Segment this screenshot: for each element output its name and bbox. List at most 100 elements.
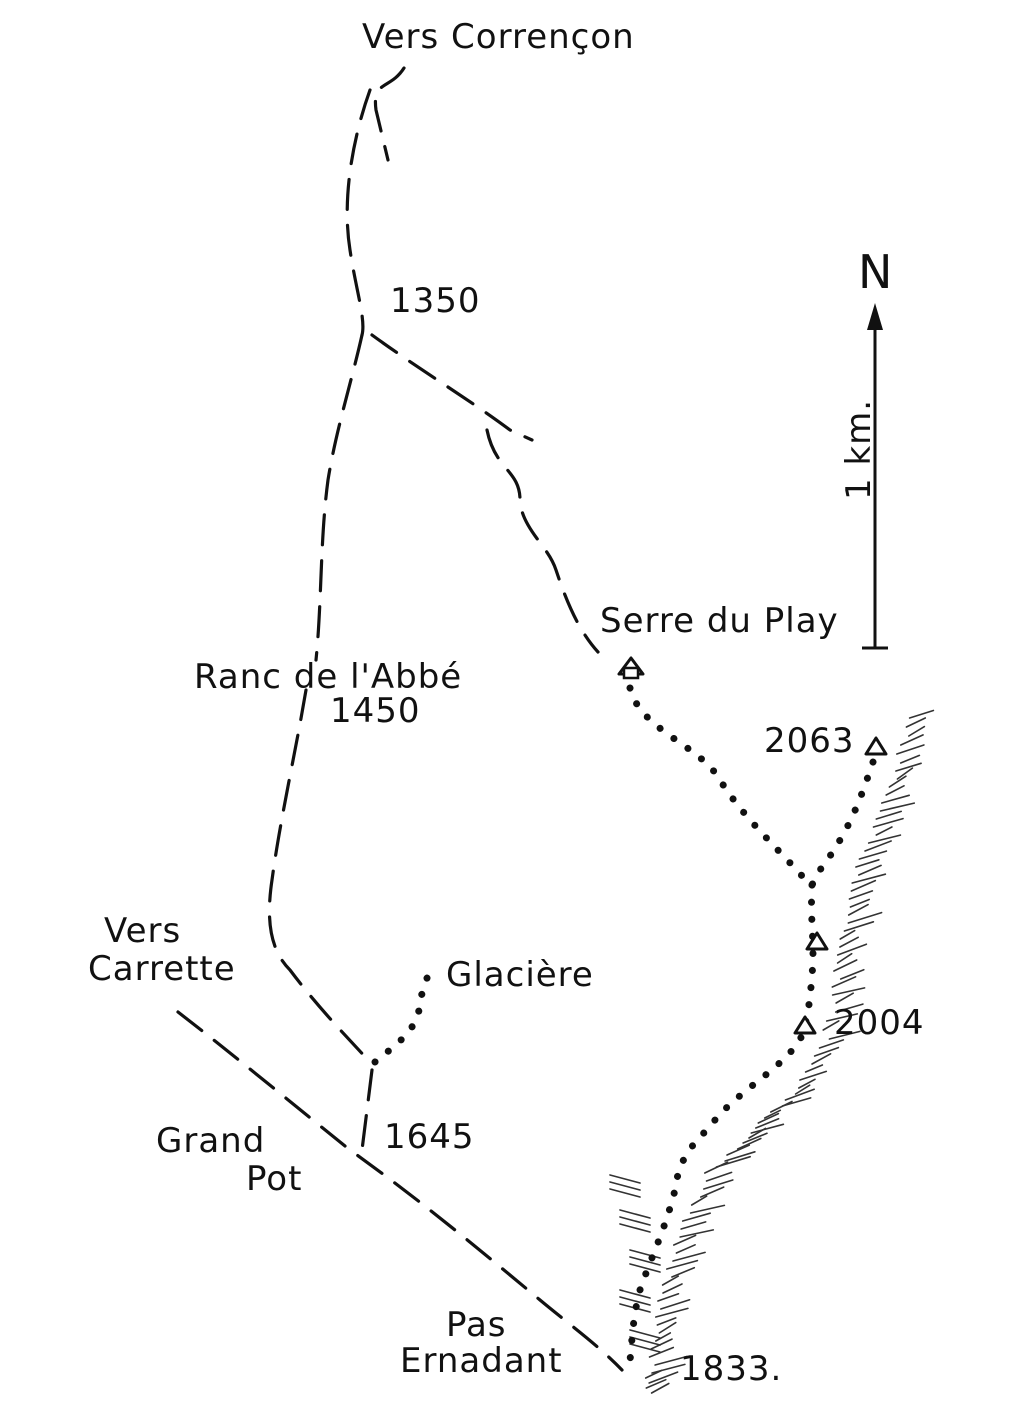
ridge-hatch-stroke	[839, 936, 860, 948]
ridge-hatch-stroke	[654, 1307, 689, 1318]
ridge-hatch-stroke	[724, 1151, 756, 1162]
ridge-hatch-stroke	[831, 987, 866, 996]
ridge-hatch-stroke	[644, 1369, 663, 1379]
ridge-hatch-stroke	[899, 754, 921, 764]
ridge-hatch-stroke	[661, 1275, 680, 1286]
ridge-hatch-stroke	[905, 717, 927, 728]
ridge-hatch-stroke	[848, 890, 874, 900]
ridge-hatch-stroke	[629, 1329, 661, 1339]
ridge-hatch-stroke	[619, 1296, 651, 1306]
path-to-glaciere	[371, 971, 432, 1066]
ridge-hatch-stroke	[629, 1343, 661, 1353]
ridge-hatch-stroke	[665, 1259, 699, 1270]
ridge-hatch-stroke	[629, 1263, 661, 1273]
ridge-hatch-stroke	[657, 1293, 680, 1302]
ridge-hatch-stroke	[864, 840, 892, 852]
ridge-hatch-stroke	[895, 762, 922, 772]
label-vers-carrette-1: Vers	[104, 911, 181, 951]
ridge-hatch-stroke	[899, 734, 924, 746]
ridge-hatch-stroke	[654, 1332, 672, 1342]
label-vers-correncon: Vers Corrençon	[362, 17, 635, 57]
label-alt-2063: 2063	[764, 721, 855, 761]
ridge-hatch-stroke	[843, 920, 875, 932]
ridge-hatch-stroke	[836, 943, 868, 956]
ridge-hatch-stroke	[858, 850, 888, 860]
ridge-hatch-stroke	[629, 1336, 661, 1346]
ridge-hatch-stroke	[699, 1186, 725, 1198]
ridge-hatch-stroke	[836, 952, 853, 964]
ridge-hatch-stroke	[875, 826, 893, 836]
label-vers-carrette-2: Carrette	[88, 949, 236, 989]
ridge-hatch-stroke	[702, 1179, 734, 1190]
ridge-hatch-stroke	[650, 1338, 673, 1350]
label-pas-ernadant-1: Pas	[446, 1305, 507, 1345]
ridge-hatch-stroke	[679, 1229, 715, 1238]
ridge-hatch-stroke	[849, 898, 871, 908]
label-alt-1645: 1645	[384, 1117, 475, 1157]
ridge-hatch-stroke	[895, 744, 925, 755]
ridge-hatch-stroke	[825, 1013, 859, 1022]
ridge-hatch-stroke	[879, 802, 916, 812]
ridge-hatch-stroke	[671, 1266, 696, 1278]
label-serre-du-play: Serre du Play	[600, 601, 839, 641]
ridge-hatch-stroke	[763, 1109, 782, 1119]
trail-junction-to-grandpot	[360, 1068, 374, 1152]
ridge-hatch-stroke	[784, 1088, 816, 1101]
label-grand-pot-1: Grand	[156, 1121, 265, 1161]
ridge-hatch-stroke	[750, 1123, 785, 1134]
ridge-hatch-stroke	[656, 1317, 677, 1326]
trail-carrette-to-pas	[176, 1010, 624, 1372]
ridge-hatch-stroke	[896, 767, 914, 780]
ridge-hatch-stroke	[847, 903, 869, 916]
ridge-hatch-stroke	[833, 959, 858, 972]
ridge-hatch-stroke	[648, 1371, 679, 1384]
north-arrow-icon	[862, 303, 888, 650]
ridge-hatch-stroke	[908, 709, 935, 719]
ridge-hatch-stroke	[609, 1181, 641, 1191]
ridge-hatch-stroke	[619, 1209, 651, 1219]
ridge-hatch-stroke	[726, 1144, 751, 1156]
summit-icon-col	[805, 931, 829, 951]
ridge-hatch-stroke	[850, 879, 877, 892]
ridge-hatch-stroke	[757, 1112, 780, 1124]
ridge-hatch-stroke	[742, 1132, 768, 1144]
ridge-hatch-stroke	[839, 968, 865, 980]
ridge-hatch-stroke	[659, 1299, 691, 1310]
ridge-hatch-stroke	[736, 1137, 762, 1150]
ridge-hatch-stroke	[835, 992, 855, 1004]
ridge-hatch-stroke	[880, 794, 911, 804]
trail-1350-to-ranc	[314, 333, 364, 662]
ridge-hatch-stroke	[662, 1283, 683, 1294]
ridge-hatch-stroke	[619, 1289, 651, 1299]
ridge-hatch-stroke	[804, 1064, 824, 1073]
label-north: N	[858, 245, 893, 299]
ridge-hatch-stroke	[705, 1171, 733, 1182]
ridge-hatch-stroke	[609, 1188, 641, 1198]
ridge-hatch-stroke	[794, 1084, 811, 1095]
ridge-hatch-stroke	[847, 911, 883, 924]
ridge-hatch-stroke	[831, 975, 857, 988]
path-2063-to-col	[808, 758, 877, 889]
path-col-to-south	[626, 881, 817, 1364]
summit-icon-2063	[864, 736, 888, 756]
ridge-hatch-stroke	[769, 1100, 793, 1113]
label-alt-1450: 1450	[330, 691, 421, 731]
ridge-hatch-stroke	[797, 1078, 816, 1089]
ridge-hatching	[609, 709, 935, 1394]
ridge-hatch-stroke	[680, 1221, 707, 1230]
path-serre-to-col	[626, 684, 814, 889]
label-alt-1350: 1350	[390, 281, 481, 321]
label-scale: 1 km.	[839, 399, 879, 500]
ridge-hatch-stroke	[654, 1355, 688, 1366]
label-grand-pot-2: Pot	[246, 1159, 302, 1199]
ridge-hatch-stroke	[907, 725, 926, 737]
ridge-hatch-stroke	[875, 810, 903, 820]
ridge-hatch-stroke	[811, 1053, 832, 1065]
ridge-hatch-stroke	[828, 1030, 861, 1040]
ridge-hatch-stroke	[867, 834, 902, 844]
label-pas-ernadant-2: Ernadant	[400, 1341, 563, 1381]
summit-icon-2004	[793, 1015, 817, 1035]
ridge-hatch-stroke	[648, 1346, 675, 1358]
ridge-hatch-stroke	[839, 929, 856, 940]
